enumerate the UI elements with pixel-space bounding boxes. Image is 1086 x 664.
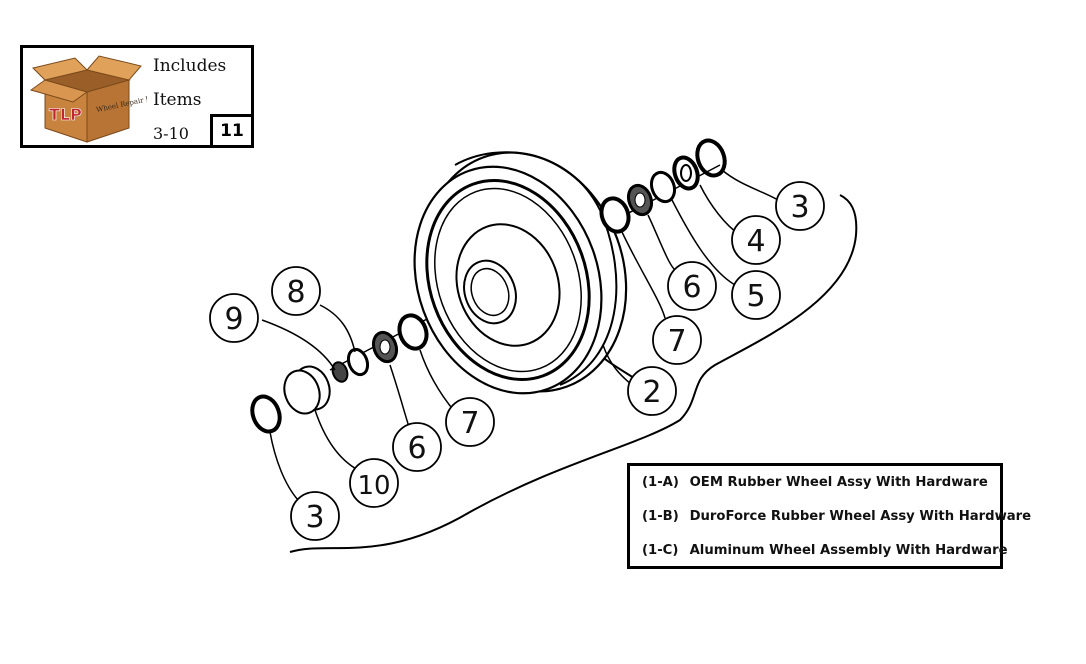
kit-item-number: 11 [210,114,254,148]
callout-3-bottom: 3 [305,500,324,535]
cap-10 [283,365,331,415]
washer-8 [346,347,370,377]
repair-kit-box-icon: TLP Wheel Repair Kit [29,55,147,143]
snap-ring-3-left [250,394,282,434]
assembly-legend: (1-A) OEM Rubber Wheel Assy With Hardwar… [627,463,1031,572]
callout-7-left: 7 [460,406,479,441]
wheel-assembly [413,151,628,395]
legend-row: (1-B) DuroForce Rubber Wheel Assy With H… [642,504,1031,538]
legend-code: (1-A) [642,475,679,490]
callout-9: 9 [224,302,243,337]
callouts [209,181,825,541]
legend-text: DuroForce Rubber Wheel Assy With Hardwar… [689,509,1032,524]
left-hardware [250,313,429,434]
spacer-7-right [599,196,631,234]
callout-5: 5 [746,279,765,314]
legend-code: (1-C) [642,543,679,558]
kit-line-1: Includes [153,56,227,76]
kit-line-3: 3-10 [153,124,189,143]
legend-text: Aluminum Wheel Assembly With Hardware [689,543,1008,558]
callout-3-top: 3 [790,190,809,225]
callout-2: 2 [642,375,661,410]
callout-6-right: 6 [682,270,701,305]
callout-4: 4 [746,224,765,259]
right-hardware [599,138,727,234]
legend-row: (1-A) OEM Rubber Wheel Assy With Hardwar… [642,470,1000,504]
legend-code: (1-B) [642,509,679,524]
box-logo: TLP [49,105,82,124]
callout-10: 10 [357,471,390,501]
fork-outline [289,194,858,553]
callout-7-right: 7 [667,324,686,359]
legend-text: OEM Rubber Wheel Assy With Hardware [689,475,988,490]
callout-8: 8 [286,275,305,310]
kit-includes-box: TLP Wheel Repair Kit Includes Items 3-10… [20,45,254,148]
nut-9 [331,361,349,383]
spacer-7-left [397,313,429,351]
kit-line-2: Items [153,90,202,110]
legend-row: (1-C) Aluminum Wheel Assembly With Hardw… [642,538,1008,572]
washer-5 [649,170,677,204]
callout-6-left: 6 [407,431,426,466]
snap-ring-3-right [695,138,727,178]
